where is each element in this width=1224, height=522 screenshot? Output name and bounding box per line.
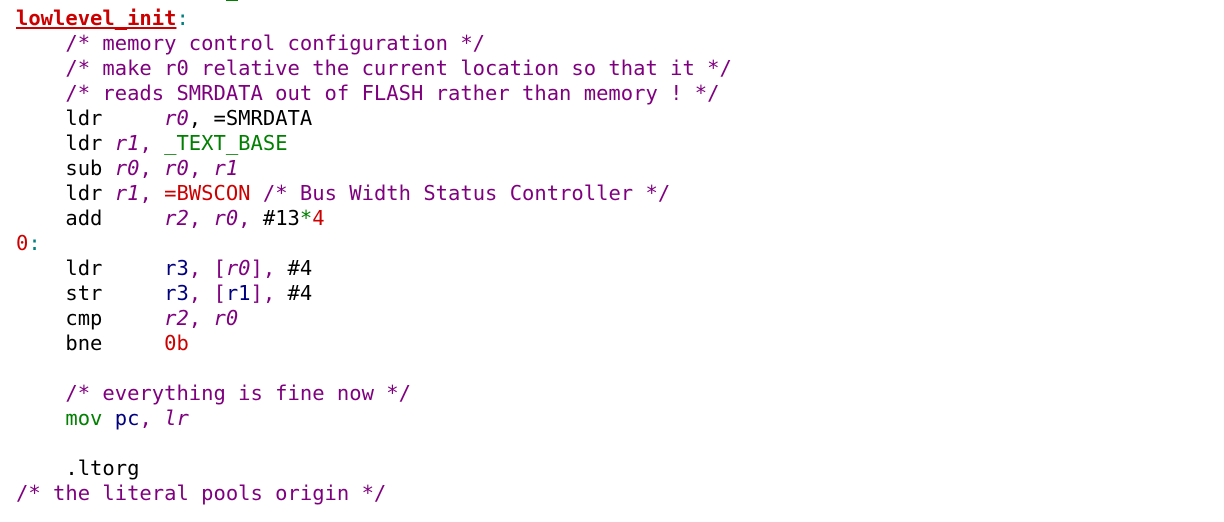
code-token: sub <box>16 156 115 180</box>
code-token: ] <box>250 281 263 305</box>
code-token: mov <box>16 406 115 430</box>
code-token: , <box>188 256 214 280</box>
underscore-mark <box>226 0 238 1</box>
code-token: lowlevel_init <box>16 6 177 30</box>
code-line: add r2, r0, #13*4 <box>16 206 325 231</box>
code-token: /* make r0 relative the current location… <box>16 56 732 80</box>
code-token: [ <box>213 281 226 305</box>
code-line: ldr r1, =BWSCON /* Bus Width Status Cont… <box>16 181 670 206</box>
code-token: .ltorg <box>16 456 140 480</box>
code-token: r0 <box>213 306 239 330</box>
code-line: .ltorg <box>16 456 139 481</box>
code-token: #4 <box>287 256 313 280</box>
code-token: , <box>262 256 288 280</box>
code-token: [ <box>213 256 226 280</box>
code-token: cmp <box>16 306 165 330</box>
code-token: , <box>139 406 165 430</box>
code-token: , <box>188 306 214 330</box>
code-token: r0 <box>164 156 189 180</box>
code-line: /* make r0 relative the current location… <box>16 56 732 81</box>
previous-line-fragment <box>16 0 256 4</box>
code-token: , <box>188 156 214 180</box>
code-line: ldr r1, _TEXT_BASE <box>16 131 288 156</box>
code-line: ldr r3, [r0], #4 <box>16 256 312 281</box>
code-token: str <box>16 281 165 305</box>
code-token: #13 <box>262 206 300 230</box>
code-token: lr <box>164 406 189 430</box>
code-token: * <box>299 206 313 230</box>
code-line: /* everything is fine now */ <box>16 381 411 406</box>
code-token: /* Bus Width Status Controller */ <box>250 181 671 205</box>
code-token: , <box>139 131 165 155</box>
code-token: #4 <box>287 281 313 305</box>
code-token: , <box>188 281 214 305</box>
code-token: , <box>238 206 263 230</box>
code-token: ldr <box>16 256 165 280</box>
code-token: : <box>176 6 189 30</box>
code-line: 0: <box>16 231 41 256</box>
code-token: ldr <box>16 106 165 130</box>
code-token: r2 <box>164 306 189 330</box>
code-token: r1 <box>213 156 239 180</box>
code-token: ldr <box>16 181 115 205</box>
code-token: ldr <box>16 131 115 155</box>
code-line: /* reads SMRDATA out of FLASH rather tha… <box>16 81 720 106</box>
code-token: r1 <box>114 181 140 205</box>
code-token: r0 <box>164 106 189 130</box>
code-line: mov pc, lr <box>16 406 189 431</box>
code-token: , <box>139 181 165 205</box>
code-line: lowlevel_init: <box>16 6 189 31</box>
code-token: : <box>28 231 41 255</box>
code-line: str r3, [r1], #4 <box>16 281 312 306</box>
code-token: 0b <box>164 331 189 355</box>
code-line: /* the literal pools origin */ <box>16 481 386 506</box>
code-token: _TEXT_BASE <box>164 131 288 155</box>
code-token: r1 <box>114 131 140 155</box>
code-token: , <box>188 206 214 230</box>
code-token: /* reads SMRDATA out of FLASH rather tha… <box>16 81 720 105</box>
code-token: 4 <box>312 206 325 230</box>
code-token: , <box>262 281 288 305</box>
code-token: ] <box>250 256 263 280</box>
code-token: r1 <box>225 281 251 305</box>
code-token: r3 <box>164 256 189 280</box>
code-token: /* memory control configuration */ <box>16 31 485 55</box>
code-token: r0 <box>114 156 140 180</box>
code-token: pc <box>114 406 140 430</box>
code-token: r0 <box>225 256 251 280</box>
code-token: r3 <box>164 281 189 305</box>
code-token: bne <box>16 331 165 355</box>
code-token: r0 <box>213 206 239 230</box>
code-line: sub r0, r0, r1 <box>16 156 238 181</box>
code-token: , <box>188 106 214 130</box>
code-token: 0 <box>16 231 29 255</box>
code-line: bne 0b <box>16 331 189 356</box>
code-line: ldr r0, =SMRDATA <box>16 106 312 131</box>
code-line: /* memory control configuration */ <box>16 31 485 56</box>
code-token: r2 <box>164 206 189 230</box>
code-line: cmp r2, r0 <box>16 306 238 331</box>
code-token: =SMRDATA <box>213 106 313 130</box>
code-token: =BWSCON <box>164 181 251 205</box>
code-token: /* the literal pools origin */ <box>16 481 387 505</box>
code-token: add <box>16 206 165 230</box>
code-token: /* everything is fine now */ <box>16 381 411 405</box>
code-token: , <box>139 156 165 180</box>
